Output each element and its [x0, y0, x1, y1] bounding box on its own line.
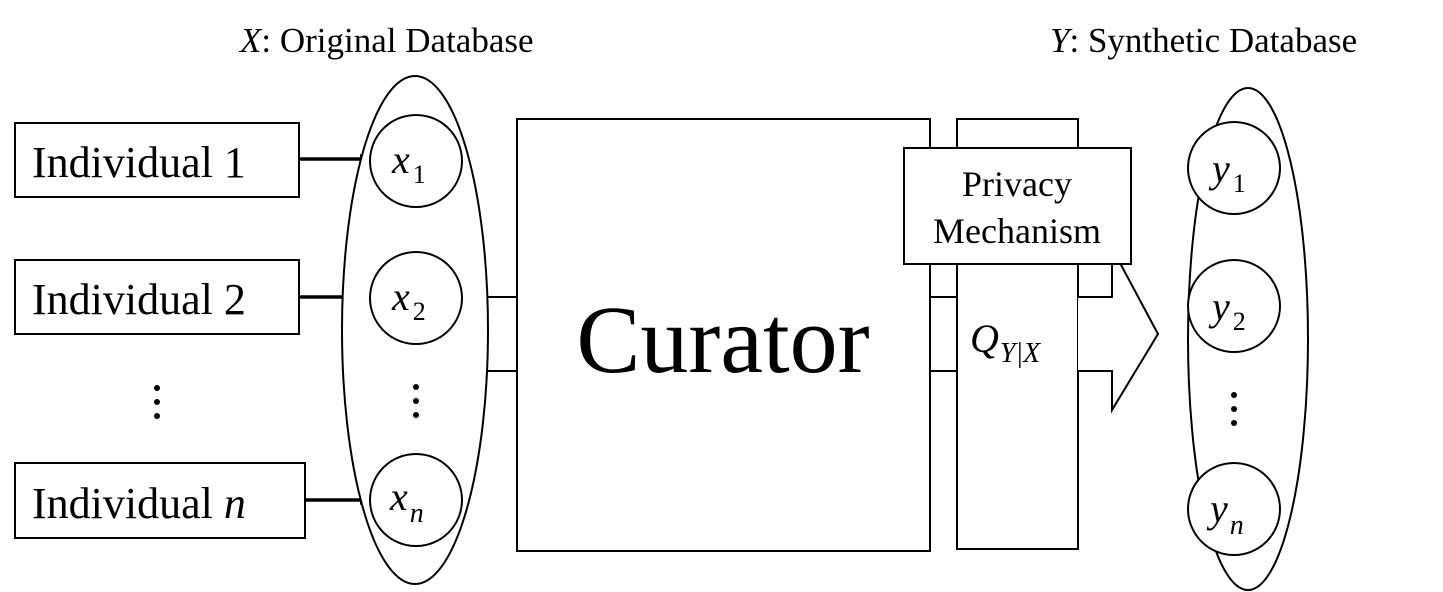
- synthetic-database-label: : Synthetic Database: [1069, 21, 1357, 60]
- individual-2-prefix: Individual: [32, 275, 224, 324]
- synthetic-database-title: Y: Synthetic Database: [1050, 21, 1357, 60]
- output-arrow: [1078, 247, 1160, 414]
- privacy-mechanism-line2: Mechanism: [933, 211, 1101, 251]
- y-nodes-ellipsis: [1231, 392, 1237, 426]
- original-database-label: : Original Database: [261, 21, 533, 60]
- curator-box: Curator: [516, 118, 931, 552]
- x-node-n-circle: [369, 453, 463, 547]
- y-node-n-circle: [1187, 462, 1281, 556]
- privacy-mechanism-frame: [903, 147, 1132, 265]
- individual-n-prefix: Individual: [32, 479, 224, 528]
- privacy-mechanism-line1: Privacy: [962, 164, 1072, 204]
- individual-box-1: Individual 1: [14, 122, 300, 198]
- x-node-2-circle: [369, 251, 463, 345]
- mechanism-q-label: QY|X: [970, 316, 1041, 369]
- curator-label: Curator: [576, 286, 869, 393]
- synthetic-database-var: Y: [1050, 21, 1073, 60]
- y-node-2-circle: [1187, 259, 1281, 353]
- original-database-title: X: Original Database: [238, 21, 534, 60]
- x-node-1-circle: [369, 114, 463, 208]
- x-node-n: xn: [369, 453, 463, 547]
- individual-box-n: Individual n: [14, 462, 306, 539]
- individual-box-2-frame: [14, 259, 300, 335]
- privacy-mechanism-box: Privacy Mechanism: [903, 147, 1132, 265]
- individuals-ellipsis: [154, 385, 160, 419]
- original-database-var: X: [238, 21, 263, 60]
- individual-n-number: n: [224, 479, 246, 528]
- x-node-n-label: xn: [389, 474, 424, 529]
- individual-2-number: 2: [224, 275, 246, 324]
- y-node-1-circle: [1187, 121, 1281, 215]
- individual-box-2: Individual 2: [14, 259, 300, 335]
- y-node-n-label: yn: [1206, 486, 1244, 541]
- individual-1-number: 1: [224, 138, 246, 187]
- individual-label-1: Individual 1: [32, 138, 246, 187]
- curator-frame: [516, 118, 931, 552]
- individual-label-2: Individual 2: [32, 275, 246, 324]
- y-node-n: yn: [1187, 462, 1281, 556]
- individual-1-prefix: Individual: [32, 138, 224, 187]
- individual-label-n: Individual n: [32, 479, 246, 528]
- x-nodes-ellipsis: [413, 384, 419, 418]
